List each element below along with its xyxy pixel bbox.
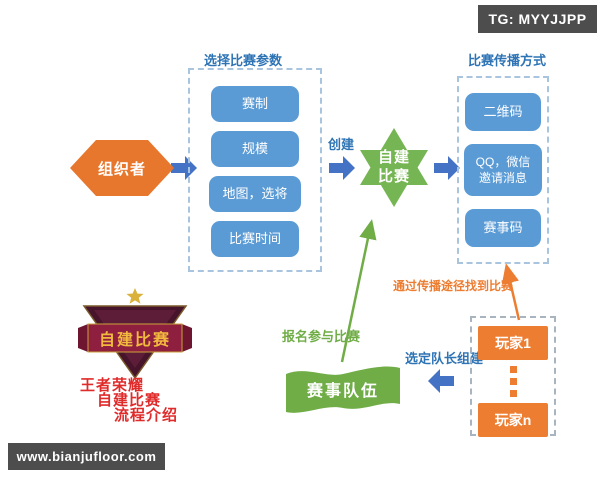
player-last: 玩家n [478, 403, 548, 437]
telegram-badge: TG: MYYJJPP [478, 5, 597, 33]
players-ellipsis-icon [509, 366, 517, 397]
players-box: 玩家1 玩家n [470, 316, 556, 437]
star-node-shape [360, 128, 428, 207]
star-label-line2: 比赛 [377, 168, 410, 185]
param-item-time: 比赛时间 [211, 221, 299, 257]
param-item-format: 赛制 [211, 86, 299, 122]
teams-banner: 赛事队伍 [286, 364, 400, 414]
param-item-scale: 规模 [211, 131, 299, 167]
signup-label: 报名参与比赛 [282, 329, 361, 344]
website-badge-text: www.bianjufloor.com [16, 449, 157, 464]
find-match-arrow [501, 263, 521, 321]
spread-box: 二维码 QQ，微信 邀请消息 赛事码 [457, 76, 549, 264]
tournament-logo: 自建比赛 [78, 288, 192, 380]
organizer-label: 组织者 [97, 160, 146, 178]
find-match-label: 通过传播途径找到比赛 [393, 279, 514, 293]
spread-title: 比赛传播方式 [468, 53, 547, 68]
create-label: 创建 [328, 137, 355, 152]
website-badge: www.bianjufloor.com [8, 443, 165, 470]
caption-line-2: 自建比赛 [97, 392, 162, 409]
spread-item-qrcode: 二维码 [465, 93, 541, 131]
spread-item-match-code: 赛事码 [465, 209, 541, 247]
arrow-right-icon [329, 156, 355, 180]
teams-banner-shape [286, 366, 400, 413]
organizer-node: 组织者 [70, 140, 174, 196]
star-node: 自建 比赛 [355, 127, 433, 207]
caption-line-3: 流程介绍 [114, 407, 179, 424]
teams-banner-label: 赛事队伍 [306, 383, 379, 400]
param-item-map-heroes: 地图，选将 [209, 176, 301, 212]
player-first: 玩家1 [478, 326, 548, 360]
logo-star-icon [126, 288, 144, 304]
captain-label: 选定队长组建 [405, 351, 484, 366]
params-title: 选择比赛参数 [204, 53, 283, 68]
params-box: 赛制 规模 地图，选将 比赛时间 [188, 68, 322, 272]
caption-line-1: 王者荣耀 [80, 377, 145, 394]
star-label-line1: 自建 [377, 148, 410, 166]
arrow-left-icon [428, 369, 454, 393]
telegram-badge-text: TG: MYYJJPP [488, 11, 587, 27]
spread-item-qq-wechat: QQ，微信 邀请消息 [464, 144, 542, 196]
logo-ribbon-label: 自建比赛 [99, 330, 171, 349]
